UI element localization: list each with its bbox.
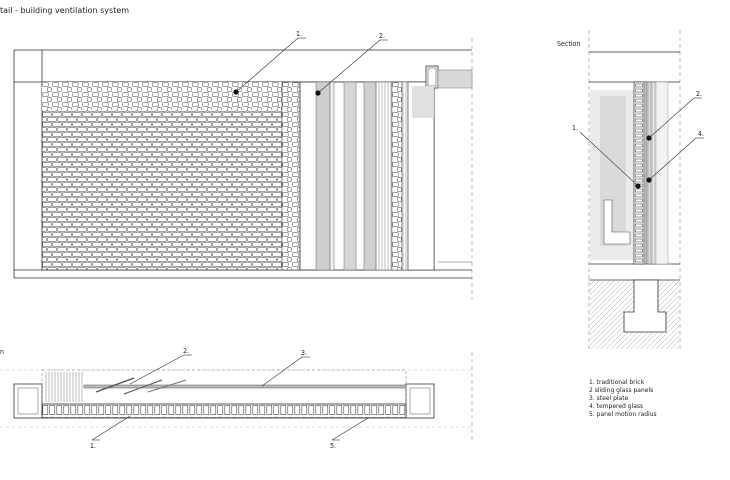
legend-item-3: 3. steel plate [589,395,629,402]
plan-view: 2. 3. 1. 5. [0,347,473,450]
section-title: Section [557,40,580,48]
plan-callout-2: 2. [183,347,189,355]
legend-item-1: 1. traditional brick [589,379,645,386]
elevation-callout-2: 2. [379,32,385,40]
section-view: 1. 2. 4. [572,30,704,350]
section-callout-1: 1. [572,124,578,132]
section-callout-4: 4. [698,130,704,138]
traditional-brick-wall [41,81,301,271]
drawing-title: tail - building ventilation system [0,6,129,15]
legend: 1. traditional brick 2 sliding glass pan… [589,379,657,418]
section-callout-2: 2. [696,90,702,98]
elevation-callout-1: 1. [296,30,302,38]
foundation [623,279,667,333]
legend-item-5: 5. panel motion radius [589,411,657,418]
elevation-view: 1. 2. [13,30,473,300]
plan-marker: n [0,348,4,356]
plan-callout-5: 5. [330,442,336,450]
plan-brick-row [41,403,407,419]
plan-callout-1: 1. [90,442,96,450]
steel-plate [83,384,407,389]
plan-callout-3: 3. [301,349,307,357]
legend-item-4: 4. tempered glass [589,403,643,410]
legend-item-2: 2 sliding glass panels [589,387,653,394]
